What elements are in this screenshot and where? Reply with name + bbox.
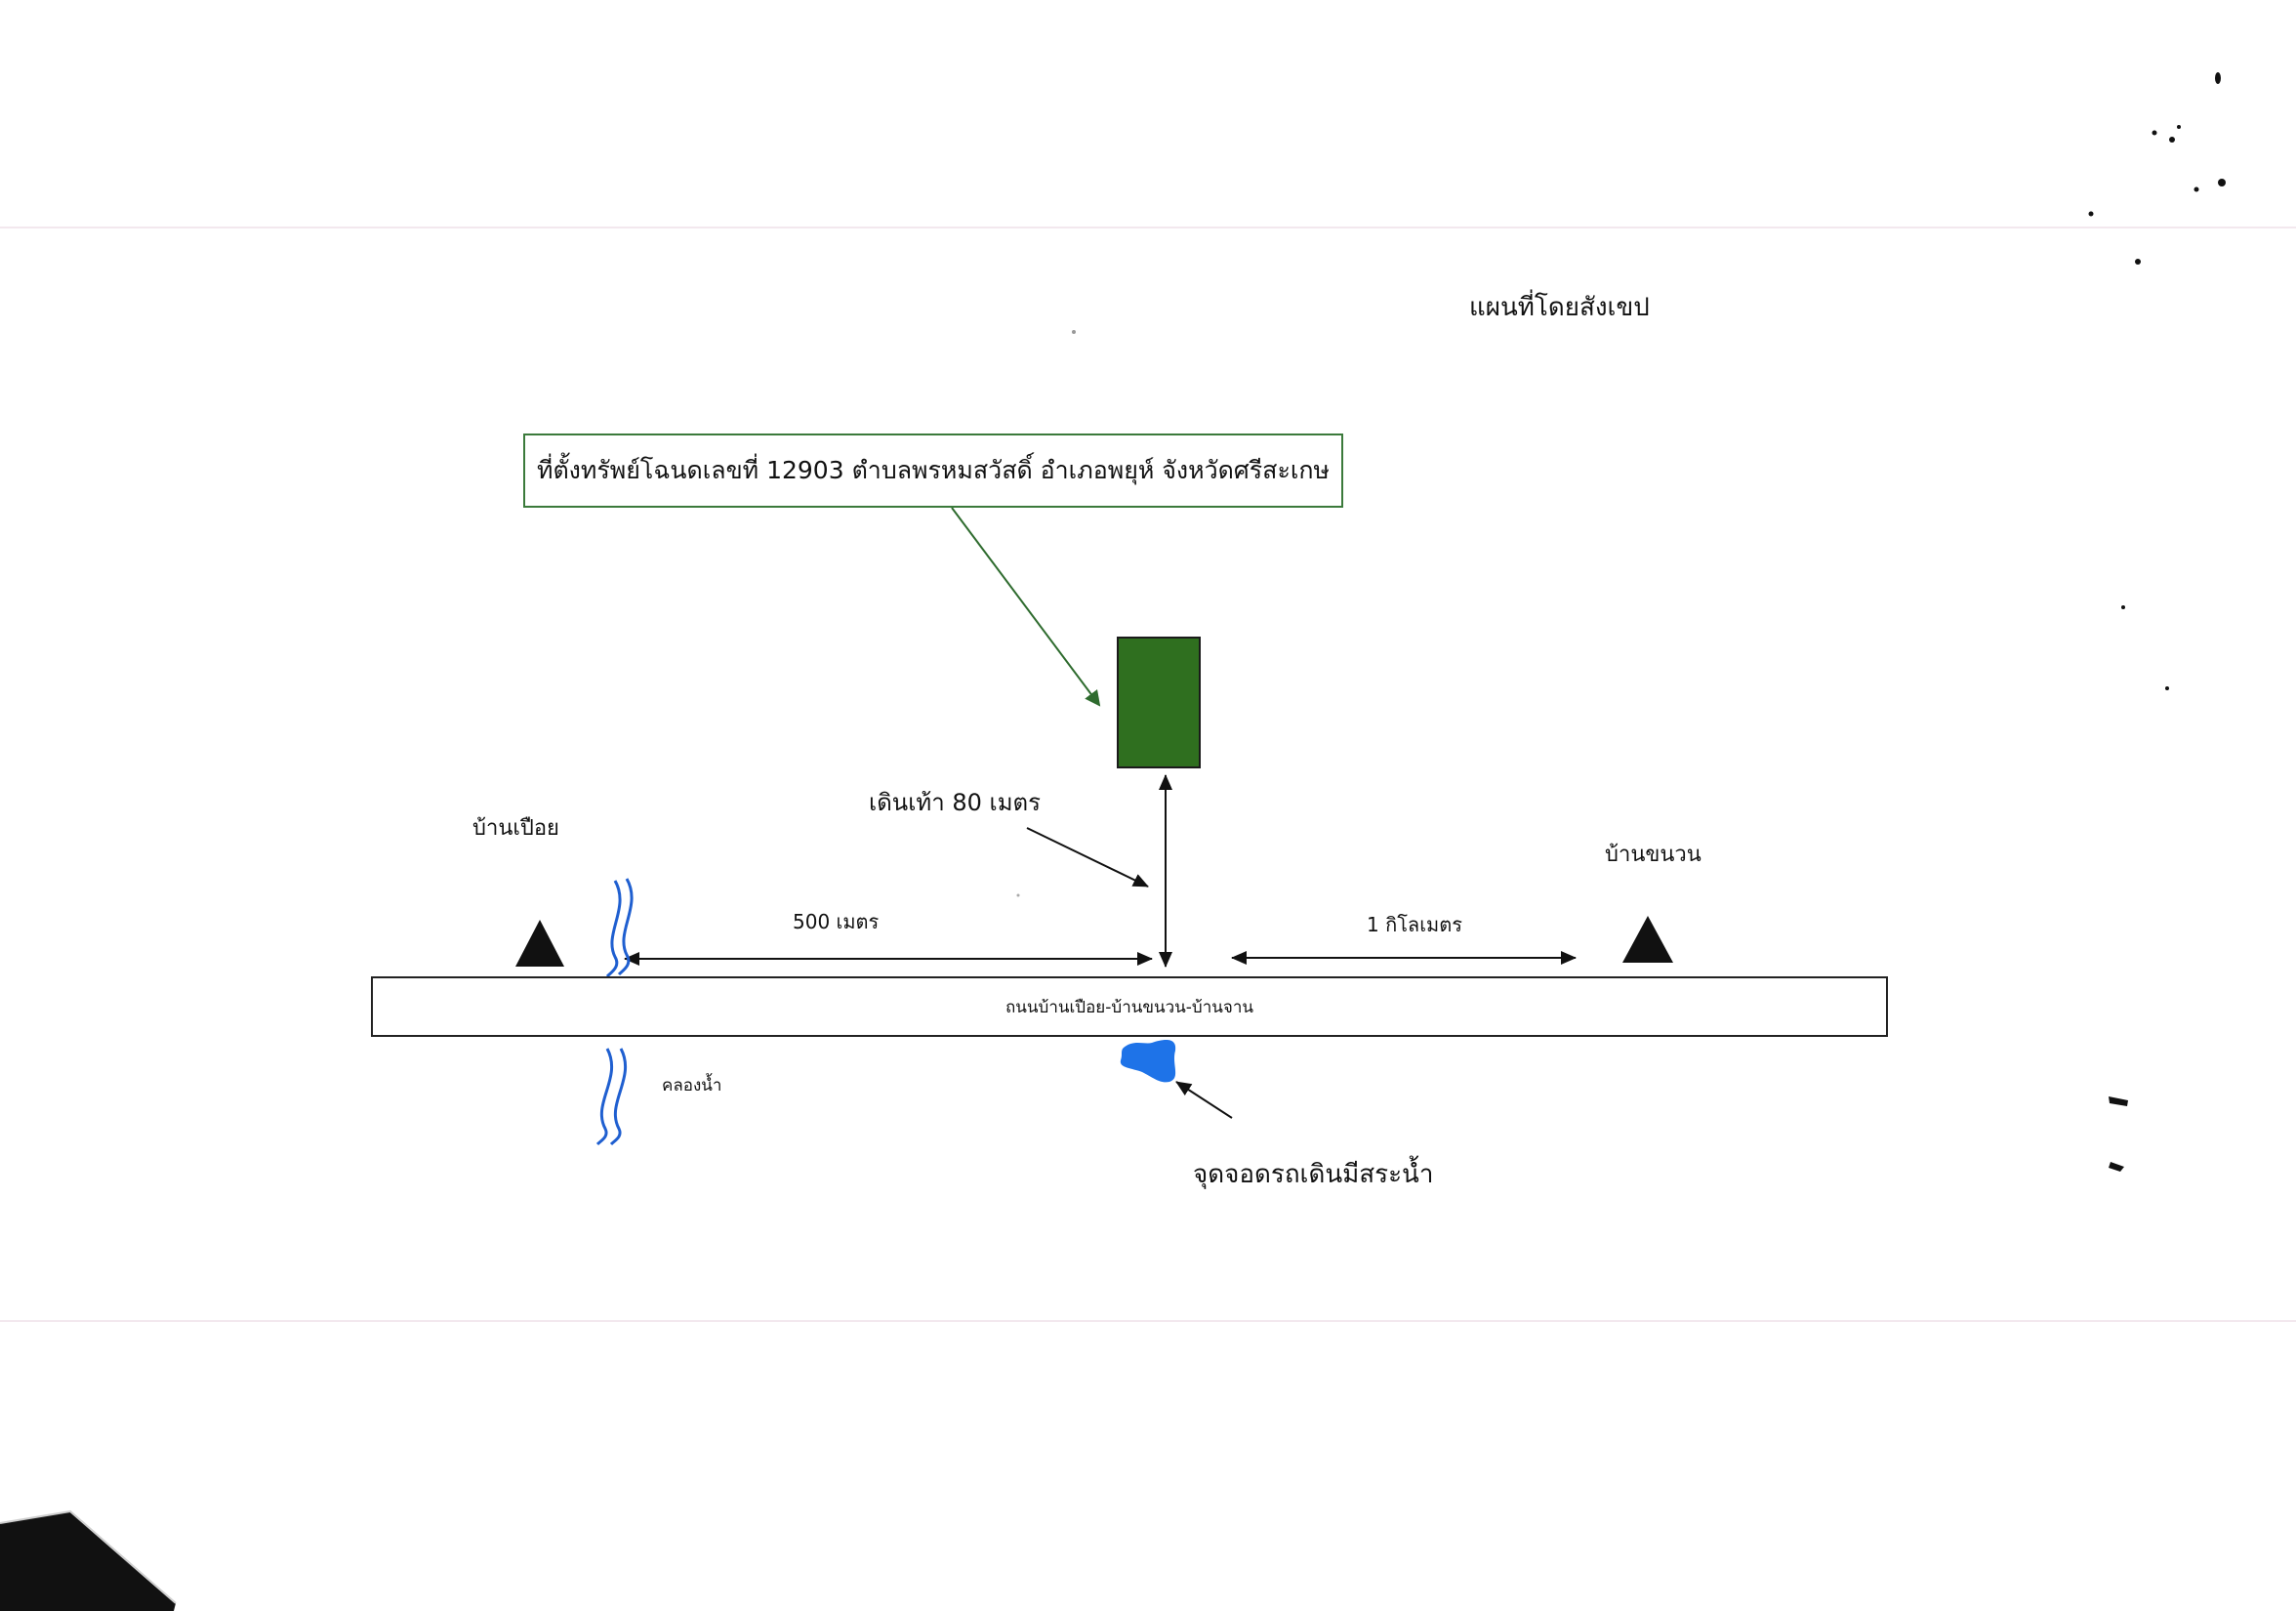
scan-artifact-line xyxy=(0,1320,2296,1322)
scan-artifact-line xyxy=(0,227,2296,228)
distance-left-label: 500 เมตร xyxy=(793,910,880,933)
distance-right-label: 1 กิโลเมตร xyxy=(1367,913,1462,936)
pond-icon xyxy=(1120,1040,1176,1083)
property-callout-box: ที่ตั้งทรัพย์โฉนดเลขที่ 12903 ตำบลพรหมสว… xyxy=(523,434,1343,508)
walk-distance-label: เดินเท้า 80 เมตร xyxy=(869,789,1041,816)
property-callout-text: ที่ตั้งทรัพย์โฉนดเลขที่ 12903 ตำบลพรหมสว… xyxy=(536,456,1331,484)
road-label: ถนนบ้านเปือย-บ้านขนวน-บ้านจาน xyxy=(1005,997,1253,1017)
scan-specks xyxy=(1016,72,2226,1172)
scan-corner-artifact xyxy=(0,1511,176,1611)
water-wave-icon xyxy=(605,878,634,978)
water-wave-icon xyxy=(595,1048,628,1146)
pond-label-pointer xyxy=(1175,1081,1233,1119)
map-title: แผนที่โดยสังเขป xyxy=(1469,293,1650,322)
triangle-icon xyxy=(1622,916,1673,963)
walk-label-pointer xyxy=(1026,827,1149,888)
road: ถนนบ้านเปือย-บ้านขนวน-บ้านจาน xyxy=(371,976,1888,1037)
property-plot xyxy=(1117,637,1201,768)
canal-label: คลองน้ำ xyxy=(662,1076,722,1095)
village-left-label: บ้านเปือย xyxy=(472,816,559,841)
callout-arrow xyxy=(951,507,1101,707)
triangle-icon xyxy=(515,920,564,967)
village-right-label: บ้านขนวน xyxy=(1605,843,1702,867)
pond-label: จุดจอดรถเดินมีสระน้ำ xyxy=(1193,1160,1434,1189)
